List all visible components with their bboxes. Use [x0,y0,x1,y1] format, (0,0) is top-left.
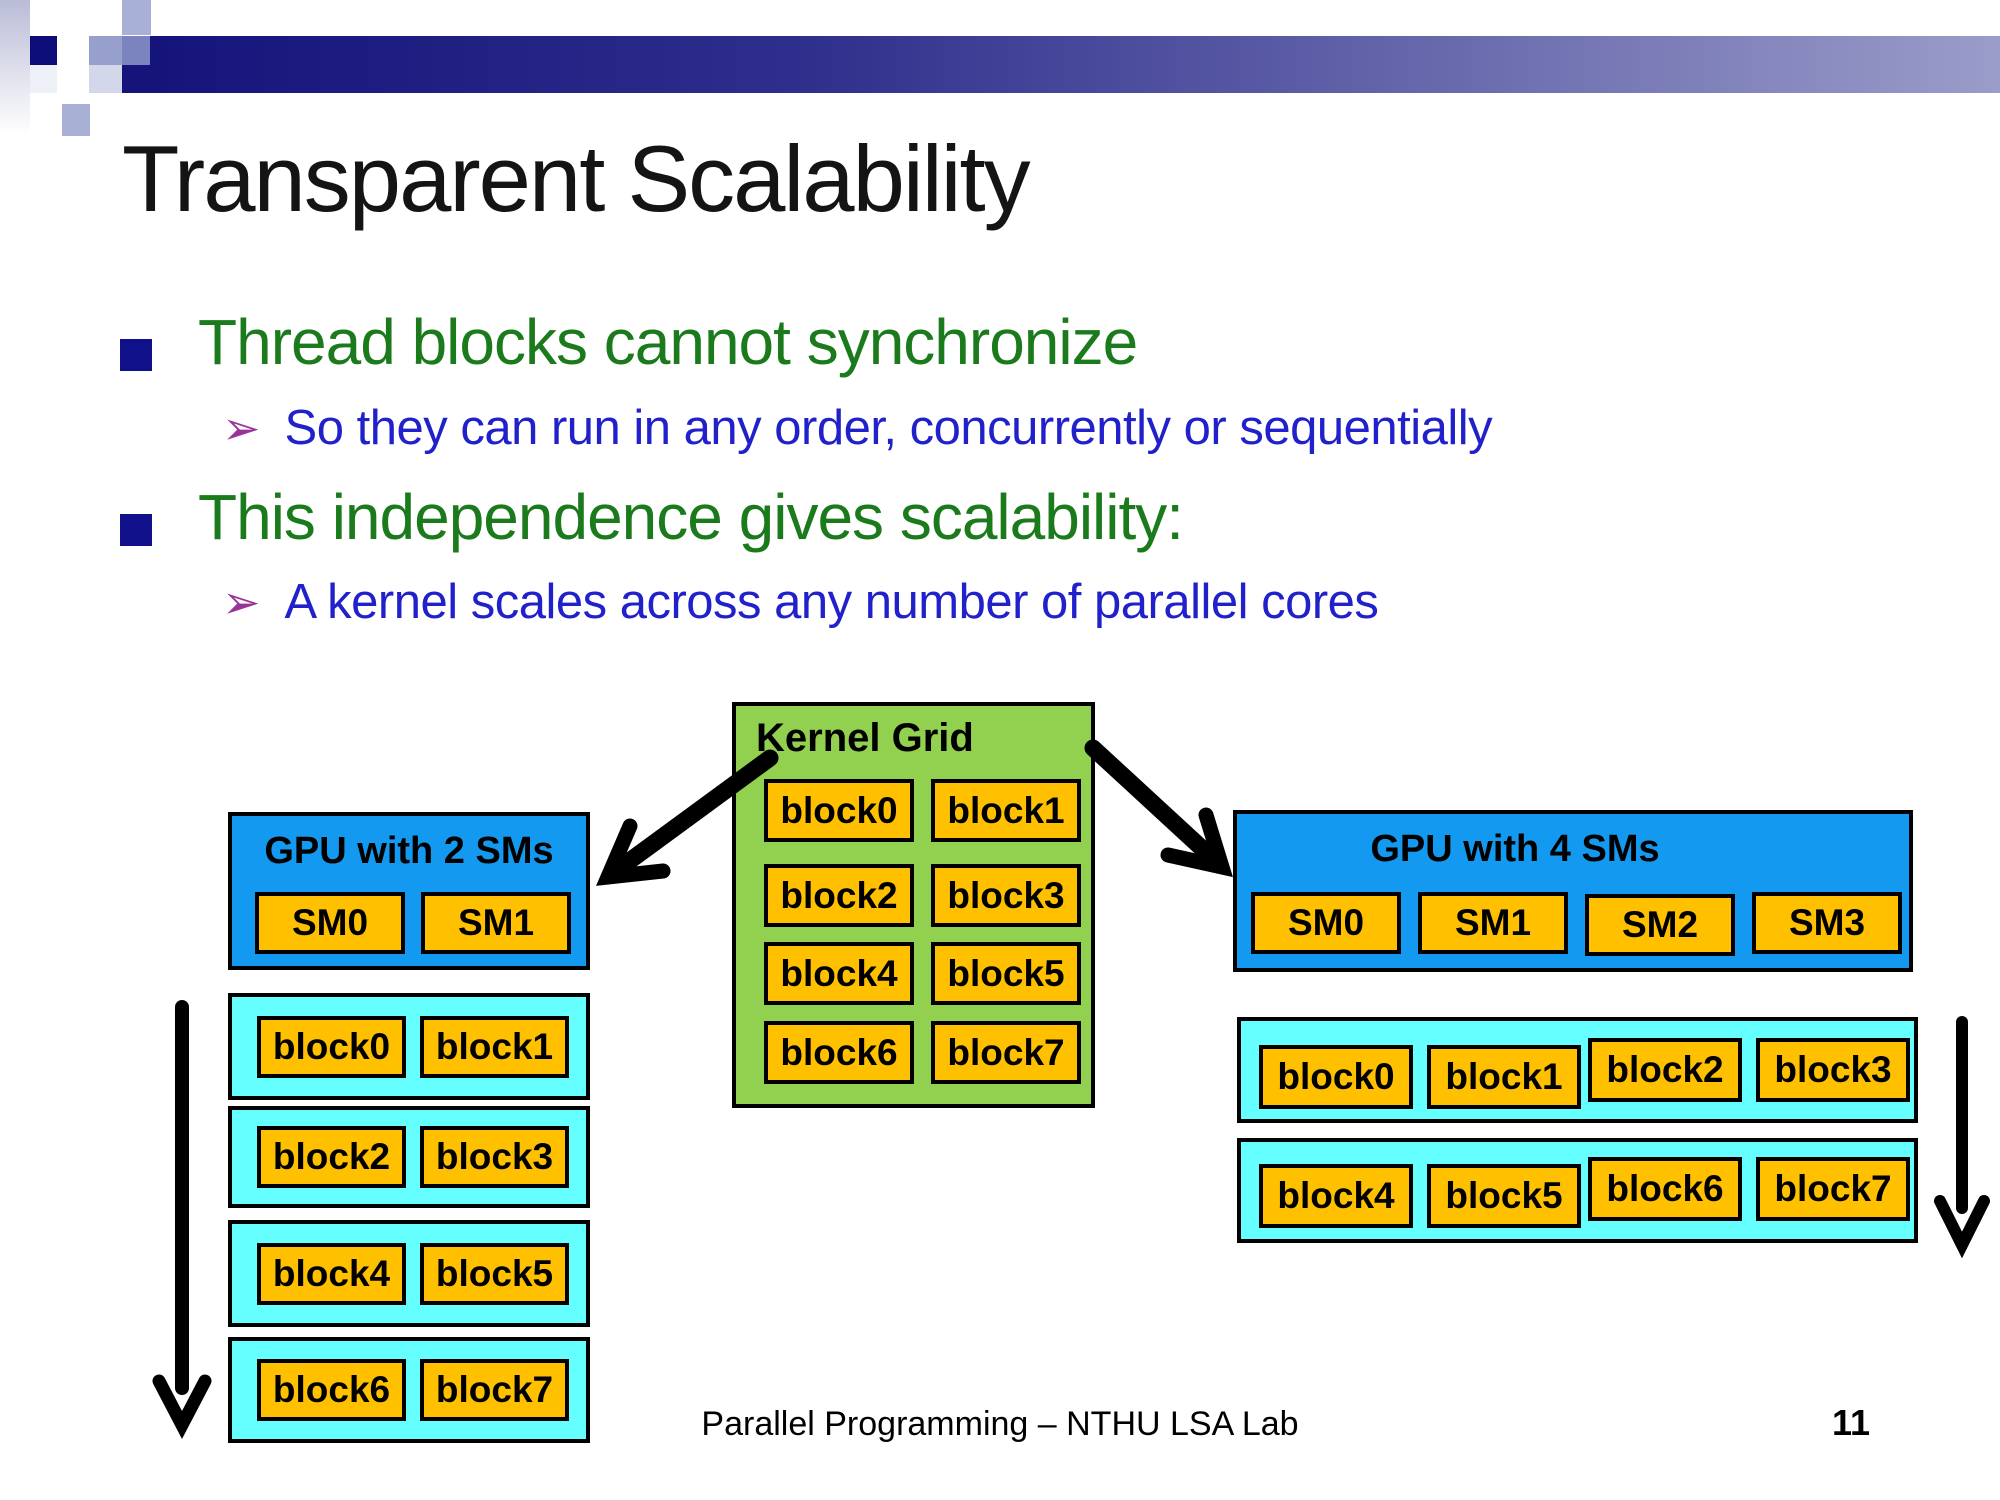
queued-block: block4 [257,1242,406,1305]
sm-box: SM0 [255,892,405,954]
queued-block: block6 [257,1359,406,1421]
deco-square [122,36,150,65]
deco-left-strip [0,0,30,135]
deco-square [62,104,90,136]
kernel-block: block4 [764,942,914,1005]
gpu2-box: GPU with 2 SMs SM0 SM1 [228,812,590,970]
deco-square [30,36,57,65]
time-arrow-right-head [1934,1195,1990,1259]
kernel-block: block1 [931,779,1081,842]
kernel-block: block5 [931,942,1081,1005]
arrow-to-gpu4-head [1160,807,1233,878]
gpu4-box: GPU with 4 SMs SM0 SM1 SM2 SM3 [1233,810,1913,972]
kernel-block: block7 [931,1021,1081,1084]
sm-box: SM1 [421,892,571,954]
bullet-item-1: Thread blocks cannot synchronize [120,310,1138,381]
queued-block: block0 [257,1015,406,1078]
deco-square [89,36,122,65]
queued-block: block0 [1259,1045,1413,1109]
queued-block: block6 [1588,1157,1742,1221]
deco-square [122,65,150,93]
arrow-to-gpu2-head [596,818,671,886]
bullet-item-2: This independence gives scalability: [120,485,1184,556]
queued-block: block3 [420,1126,569,1188]
sm-box: SM0 [1251,892,1401,954]
bullet-square-icon [120,514,152,546]
kernel-grid-box: Kernel Grid block0 block1 block2 block3 … [732,702,1095,1108]
sm-box: SM2 [1585,894,1735,956]
queue-row: block4 block5 block6 block7 [1237,1138,1918,1243]
queued-block: block2 [1588,1038,1742,1102]
bullet-label: Thread blocks cannot synchronize [198,306,1138,378]
sub-bullet-label: A kernel scales across any number of par… [284,575,1379,629]
deco-square [89,65,122,93]
queued-block: block7 [420,1359,569,1421]
queue-row: block0 block1 block2 block3 [1237,1017,1918,1123]
gpu2-title: GPU with 2 SMs [264,830,554,872]
sub-bullet-label: So they can run in any order, concurrent… [284,401,1493,455]
kernel-block: block6 [764,1021,914,1084]
queued-block: block3 [1756,1038,1910,1102]
queue-row: block6 block7 [228,1337,590,1443]
deco-square [122,0,151,35]
queued-block: block2 [257,1126,406,1188]
queue-row: block4 block5 [228,1220,590,1327]
kernel-grid-title: Kernel Grid [756,716,974,760]
queue-row: block2 block3 [228,1106,590,1208]
bullet-label: This independence gives scalability: [198,481,1184,553]
kernel-block: block0 [764,779,914,842]
arrowhead-bullet-icon: ➢ [222,402,261,454]
sub-bullet-item-1: ➢ So they can run in any order, concurre… [222,401,1493,455]
queued-block: block1 [420,1015,569,1078]
page-number: 11 [1832,1402,1871,1443]
queued-block: block5 [1427,1164,1581,1228]
bullet-square-icon [120,339,152,371]
footer-text: Parallel Programming – NTHU LSA Lab [701,1405,1299,1443]
sm-box: SM1 [1418,892,1568,954]
queued-block: block7 [1756,1157,1910,1221]
gpu4-title: GPU with 4 SMs [1370,828,1660,870]
queued-block: block4 [1259,1164,1413,1228]
deco-square [30,65,57,93]
deco-banner-bar [150,36,2000,93]
kernel-block: block2 [764,864,914,927]
page-title: Transparent Scalability [122,126,1031,231]
sub-bullet-item-2: ➢ A kernel scales across any number of p… [222,575,1379,629]
arrowhead-bullet-icon: ➢ [222,576,261,628]
kernel-block: block3 [931,864,1081,927]
queue-row: block0 block1 [228,993,590,1100]
arrow-to-gpu4 [1084,739,1216,862]
sm-box: SM3 [1752,892,1902,954]
queued-block: block1 [1427,1045,1581,1109]
queued-block: block5 [420,1242,569,1305]
